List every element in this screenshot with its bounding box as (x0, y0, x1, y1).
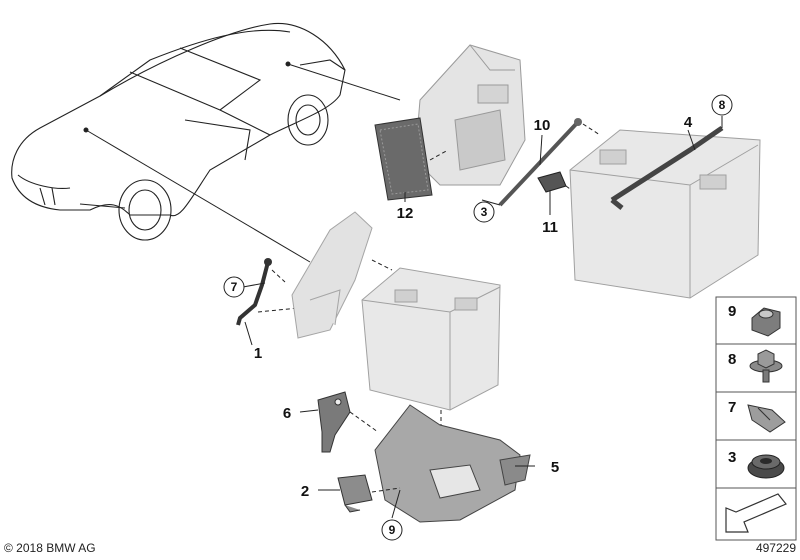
car-outline (11, 22, 346, 241)
part-12-plate (374, 117, 433, 201)
part-5-tray (374, 404, 531, 523)
part-2-dash (371, 487, 401, 493)
part-10-cable (498, 118, 601, 207)
parts-legend: 9 8 7 3 (715, 296, 797, 541)
callout-leaders (242, 116, 723, 519)
part-7-callout: 7 (223, 276, 245, 298)
holder-dash (371, 259, 393, 271)
part-6-bracket (317, 391, 351, 453)
svg-text:8: 8 (728, 351, 736, 368)
part-12-label: 12 (397, 205, 414, 222)
part-6-dash (349, 411, 379, 433)
battery-holder-upper (414, 44, 526, 186)
battery-small (361, 267, 501, 411)
part-10-label: 10 (534, 117, 551, 134)
svg-text:3: 3 (481, 205, 488, 219)
part-4-strap (610, 125, 724, 210)
part-8-callout: 8 (711, 94, 733, 116)
part-5-label: 5 (551, 459, 559, 476)
legend-row-nut: 9 (728, 303, 781, 337)
screw-icon (749, 349, 783, 383)
part-11-label: 11 (542, 219, 558, 236)
svg-text:8: 8 (719, 98, 726, 112)
svg-text:7: 7 (728, 399, 736, 416)
arrow-icon (725, 493, 787, 533)
part-2-block (337, 474, 373, 513)
part-3-callout: 3 (473, 201, 495, 223)
part-6-label: 6 (283, 405, 291, 422)
part-4-label: 4 (684, 114, 693, 131)
svg-text:9: 9 (728, 303, 736, 320)
image-number: 497229 (755, 541, 796, 555)
part-11-clip (537, 171, 586, 201)
part-1-cable (236, 258, 299, 326)
part-9-callout: 9 (381, 519, 403, 541)
clip-icon (747, 404, 786, 433)
part-1-label: 1 (254, 345, 262, 362)
svg-text:3: 3 (728, 449, 736, 466)
svg-text:9: 9 (389, 523, 396, 537)
battery-holder-middle (291, 211, 373, 339)
part-2-label: 2 (301, 483, 309, 500)
nut-icon (751, 307, 781, 337)
grommet-icon (747, 454, 785, 479)
legend-row-screw: 8 (728, 349, 783, 383)
svg-text:7: 7 (231, 280, 238, 294)
legend-row-grommet: 3 (728, 449, 785, 479)
battery-large (569, 129, 761, 299)
car-leader-lines (83, 61, 401, 263)
legend-row-clip: 7 (728, 399, 786, 433)
copyright-text: © 2018 BMW AG (4, 541, 96, 555)
part-12-dash (429, 149, 449, 161)
